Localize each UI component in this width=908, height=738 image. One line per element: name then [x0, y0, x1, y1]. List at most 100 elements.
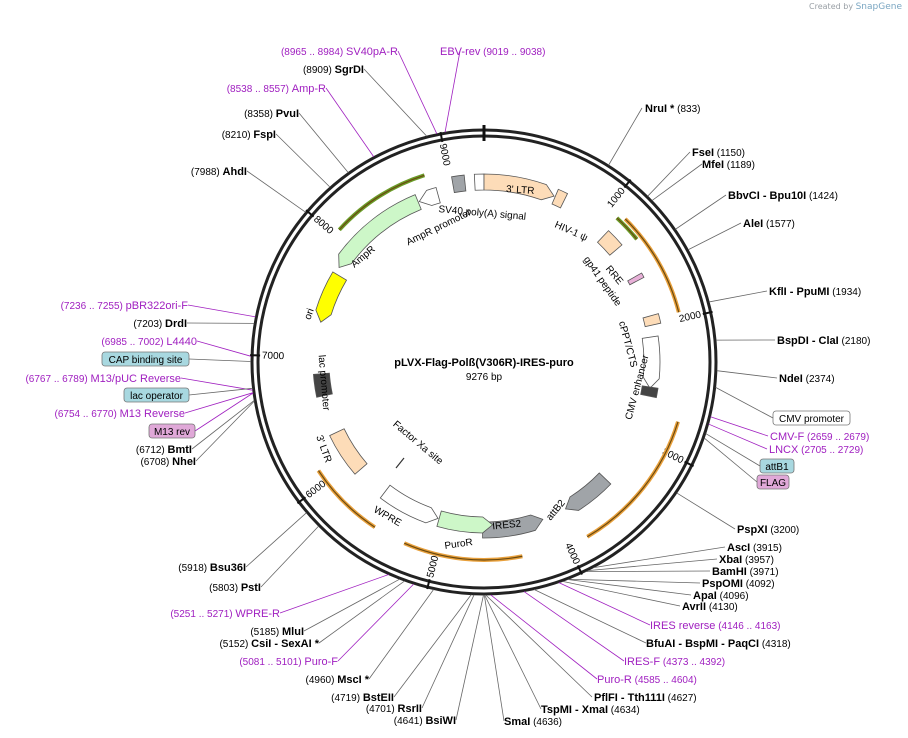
tick-label-4000: 4000: [562, 541, 581, 566]
primer-position: (5251 .. 5271): [170, 609, 235, 620]
primer-position: (6985 .. 7002): [101, 337, 166, 348]
leader-line: [184, 392, 254, 414]
leader-line: [325, 87, 375, 157]
enzyme-position: (4096): [717, 591, 749, 602]
tick-3000: [684, 460, 694, 468]
enzyme-name: AvrII: [682, 601, 706, 613]
enzyme-label-ndei: NdeI (2374): [779, 373, 835, 385]
arrow-puro-region: [404, 542, 523, 561]
leader-line: [397, 50, 438, 134]
leader-line: [705, 433, 761, 467]
leader-line: [245, 512, 307, 568]
primer-position: (8538 .. 8557): [227, 84, 292, 95]
enzyme-position: (1424): [806, 191, 838, 202]
leader-line: [675, 194, 727, 230]
enzyme-position: (8909): [303, 65, 335, 76]
enzyme-label-drdi: (7203) DrdI: [133, 318, 187, 330]
enzyme-label-bbvci-bpu10i: BbvCI - Bpu10I (1424): [728, 190, 838, 202]
hiv-psi-shape-b: [551, 188, 569, 209]
enzyme-name: AleI: [743, 218, 763, 230]
tick-label-1000: 1000: [605, 185, 628, 210]
tick-9000: [439, 131, 444, 143]
leader-line: [298, 112, 349, 173]
feature-label-factorxa: Factor Xa site: [390, 419, 445, 467]
leader-line: [651, 163, 703, 201]
enzyme-position: (2180): [839, 336, 871, 347]
leader-line: [710, 416, 769, 437]
enzyme-name: FspI: [253, 129, 276, 141]
primer-position: (7236 .. 7255): [61, 301, 126, 312]
box-label-cap: CAP binding site: [109, 355, 183, 366]
primer-name: pBR322ori-F: [126, 300, 189, 312]
arrow-wpre-region: [317, 470, 376, 528]
sv40-polya-shape: [451, 174, 467, 194]
box-label-attb1: attB1: [765, 462, 789, 473]
tick-4000: [576, 564, 583, 575]
primer-name: WPRE-R: [235, 608, 280, 620]
box-label-cmvprom: CMV promoter: [779, 414, 845, 425]
box-m13rev: [148, 423, 196, 439]
arrow-ampr-region: [338, 174, 425, 231]
tick-label-5000: 5000: [425, 554, 441, 579]
box-lacop: [123, 387, 190, 403]
arrow-wpre-region-glow: [316, 469, 376, 529]
feature-label-attb2: attB2: [544, 498, 568, 523]
lac-shape: [313, 372, 333, 398]
enzyme-name: BmtI: [168, 444, 192, 456]
enzyme-position: (3957): [742, 555, 774, 566]
primer-label-sv40pa-r: (8965 .. 8984) SV40pA-R: [281, 46, 398, 58]
primer-position: (4585 .. 4604): [632, 675, 697, 686]
primer-label-ires-reverse: IRES reverse (4146 .. 4163): [650, 620, 780, 632]
primer-name: SV40pA-R: [346, 46, 398, 58]
leader-line: [708, 423, 768, 450]
enzyme-label-xbai: XbaI (3957): [719, 554, 774, 566]
enzyme-name: BbvCI - Bpu10I: [728, 190, 806, 202]
primer-label-amp-r: (8538 .. 8557) Amp-R: [227, 83, 326, 95]
primer-label-lncx: LNCX (2705 .. 2729): [769, 444, 863, 456]
leader-line: [337, 583, 414, 662]
label-leaders: [180, 50, 778, 722]
enzyme-name: PspOMI: [702, 578, 743, 590]
enzyme-label-smai: SmaI (4636): [504, 716, 562, 728]
leader-line: [279, 574, 389, 614]
box-flag: [756, 474, 790, 490]
feature-shapes: [313, 173, 662, 539]
attb2-shape: [564, 472, 612, 511]
enzyme-label-fspi: (8210) FspI: [222, 129, 276, 141]
credit-prefix: Created by: [809, 2, 854, 11]
primer-label-pbr322ori-f: (7236 .. 7255) pBR322ori-F: [61, 300, 189, 312]
leader-line: [195, 400, 255, 462]
leader-line: [393, 594, 472, 698]
primer-name: M13/pUC Reverse: [91, 373, 181, 385]
enzyme-name: DrdI: [165, 318, 187, 330]
enzyme-label-pspxi: PspXI (3200): [737, 524, 799, 536]
box-label-lacop: lac operator: [130, 391, 183, 402]
tick-2000: [702, 310, 713, 315]
enzyme-label-asci: AscI (3915): [727, 542, 782, 554]
enzyme-name: FseI: [692, 147, 714, 159]
enzyme-position: (4960): [306, 675, 338, 686]
cmv-enhancer-shape: [641, 335, 661, 389]
enzyme-name: BfuAI - BspMI - PaqCI: [646, 638, 759, 650]
leader-line: [260, 525, 319, 588]
enzyme-position: (4130): [706, 602, 738, 613]
primer-name: EBV-rev: [440, 46, 481, 58]
enzyme-position: (4318): [759, 639, 791, 650]
enzyme-position: (7988): [191, 167, 223, 178]
primer-label-wpre-r: (5251 .. 5271) WPRE-R: [170, 608, 280, 620]
enzyme-position: (4634): [608, 705, 640, 716]
tick-label-9000: 9000: [437, 143, 452, 167]
enzyme-label-bamhi: BamHI (3971): [712, 566, 779, 578]
feature-label-ires2: IRES2: [492, 518, 522, 532]
hiv-psi-shape: [473, 173, 485, 191]
primer-label-puro-r: Puro-R (4585 .. 4604): [597, 674, 697, 686]
arrow-cmv-region: [624, 218, 680, 313]
enzyme-position: (4641): [394, 716, 426, 727]
leader-line: [485, 594, 593, 698]
enzyme-label-kfli-ppumi: KflI - PpuMI (1934): [769, 286, 861, 298]
primer-label-ires-f: IRES-F (4373 .. 4392): [624, 656, 725, 668]
feature-label-ori: ori: [303, 307, 317, 321]
enzyme-position: (8358): [244, 109, 276, 120]
box-cap: [101, 351, 190, 367]
leader-line: [483, 594, 505, 722]
